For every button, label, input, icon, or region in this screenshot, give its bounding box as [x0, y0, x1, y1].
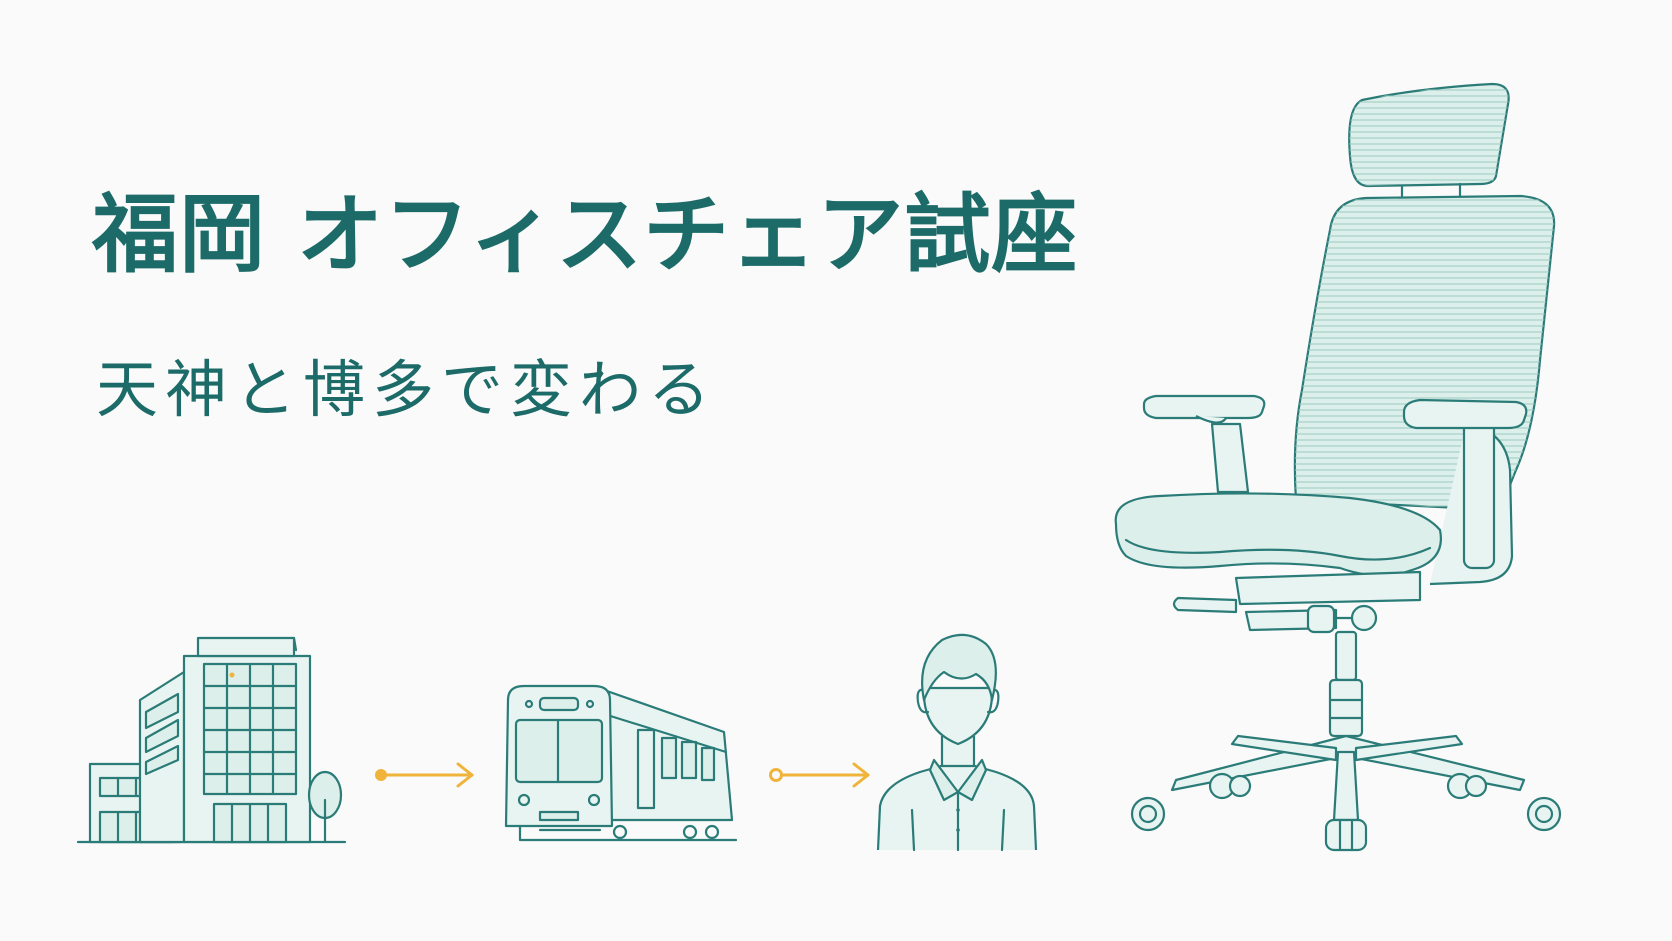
arrow-icon: [769, 762, 870, 788]
office-building-icon: [76, 636, 347, 844]
arrow-icon: [375, 762, 474, 788]
page-title: 福岡 オフィスチェア試座: [92, 185, 1079, 285]
office-chair-icon: [1114, 82, 1562, 852]
page-subtitle: 天神と博多で変わる: [96, 353, 718, 426]
person-icon: [876, 633, 1038, 852]
train-icon: [504, 684, 738, 842]
